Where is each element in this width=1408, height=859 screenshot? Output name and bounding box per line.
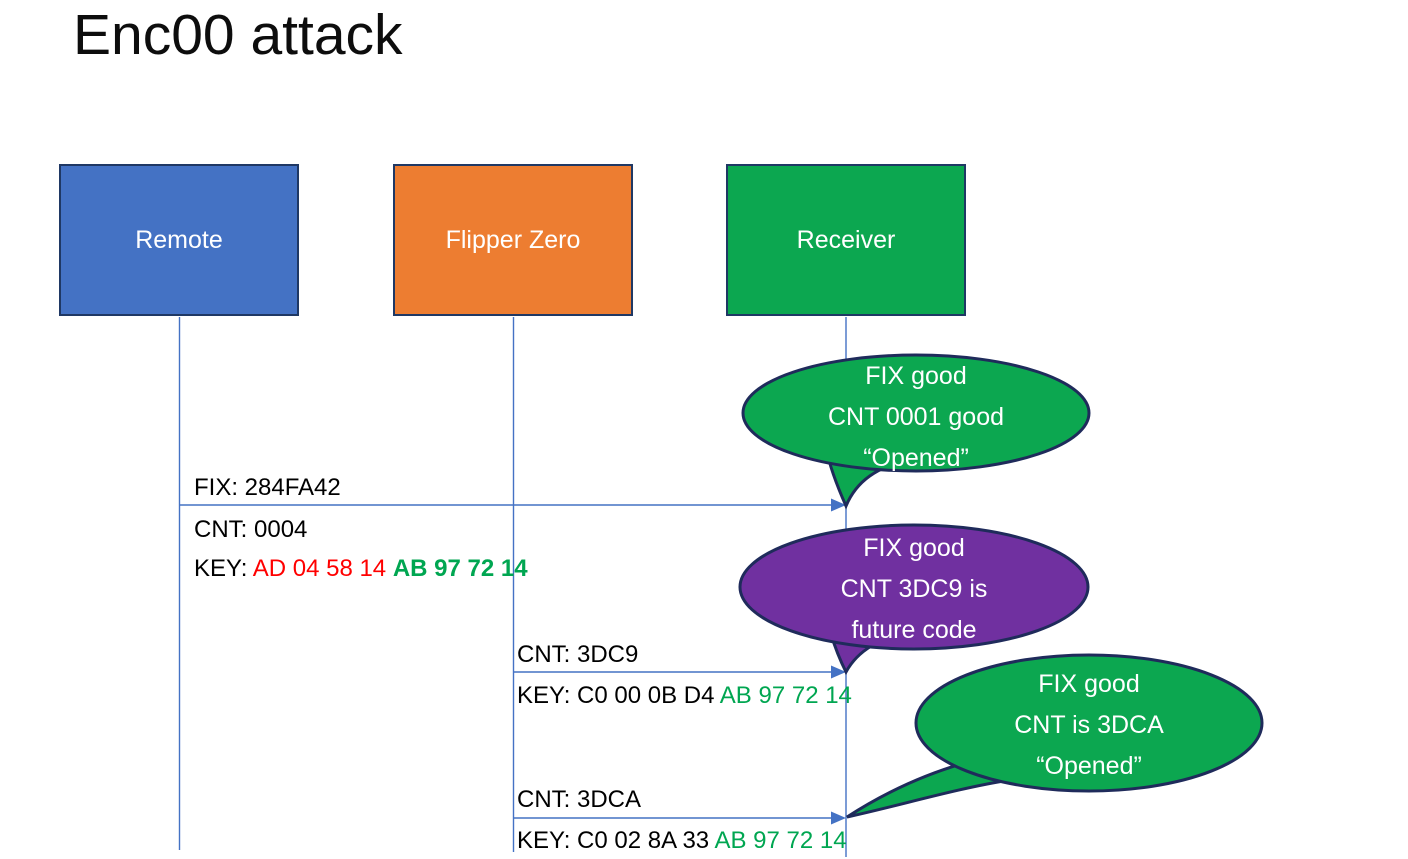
message-1-fix-line: FIX: 284FA42 [194,473,341,503]
message-2-cnt-line: CNT: 3DC9 [517,640,638,670]
speech-bubble-body [741,353,1091,473]
arrowhead-icon [831,498,846,512]
actor-box-remote: Remote [59,164,299,316]
message-3-key-line: KEY: C0 02 8A 33 AB 97 72 14 [517,826,847,856]
key-fixed-bytes: AB 97 72 14 [392,555,528,582]
fix-value: FIX: 284FA42 [194,474,341,501]
key-label: KEY: [194,555,253,582]
actor-label: Remote [135,225,223,254]
key-label: KEY: C0 02 8A 33 [517,827,715,854]
arrowhead-icon [831,811,846,825]
page-title: Enc00 attack [73,3,403,67]
bubble-line: CNT 0001 good [827,403,1005,431]
bubble-line: FIX good [865,362,967,390]
speech-bubble-3-text: FIX good CNT is 3DCA “Opened” [924,664,1254,787]
bubble-line: FIX good [1038,670,1140,698]
key-changing-bytes: AD 04 58 14 [252,555,393,582]
key-line: KEY: AD 04 58 14 AB 97 72 14 [194,549,528,588]
speech-bubble-cnt3dca-opened [846,653,1264,819]
actor-label: Receiver [796,225,896,254]
cnt-value: CNT: 0004 [194,516,308,543]
speech-bubble-cnt3dc9-future-code [738,523,1090,676]
message-1-cnt-key-lines: CNT: 0004 KEY: AD 04 58 14 AB 97 72 14 [194,510,528,588]
key-fixed-bytes: AB 97 72 14 [719,682,852,709]
speech-bubble-1-text: FIX good CNT 0001 good “Opened” [751,356,1081,479]
cnt-line: CNT: 0004 [194,510,528,549]
bubble-line: FIX good [863,534,965,562]
cnt-value: CNT: 3DCA [517,786,642,813]
bubble-line: “Opened” [863,444,969,472]
cnt-value: CNT: 3DC9 [517,641,639,668]
key-fixed-bytes: AB 97 72 14 [714,827,847,854]
key-label: KEY: C0 00 0B D4 [517,682,720,709]
speech-bubble-body [738,523,1090,651]
actor-box-flipper-zero: Flipper Zero [393,164,633,316]
bubble-line: “Opened” [1036,752,1142,780]
speech-bubble-fix-cnt0001-opened [741,353,1091,510]
bubble-line: future code [851,616,977,644]
bubble-line: CNT is 3DCA [1014,711,1164,739]
message-3-cnt-line: CNT: 3DCA [517,785,641,815]
speech-bubble-2-text: FIX good CNT 3DC9 is future code [749,528,1079,651]
speech-bubble-body [914,653,1264,793]
actor-label: Flipper Zero [445,225,581,254]
arrowhead-icon [831,665,846,679]
actor-box-receiver: Receiver [726,164,966,316]
bubble-line: CNT 3DC9 is [840,575,988,603]
message-2-key-line: KEY: C0 00 0B D4 AB 97 72 14 [517,681,852,711]
